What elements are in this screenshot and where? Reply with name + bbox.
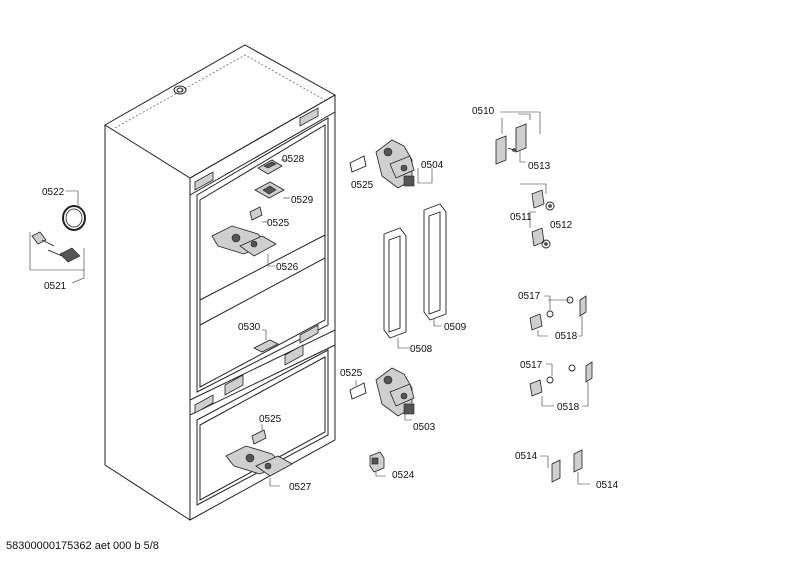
- label-0511: 0511: [510, 212, 532, 223]
- part-labels: 0528 0529 0525 0526 0522 0521 0530 0525 …: [42, 106, 619, 493]
- part-0509-handle: [423, 203, 447, 327]
- label-0508: 0508: [410, 344, 433, 355]
- document-footer-id: 58300000175362 aet 000 b 5/8: [6, 540, 159, 552]
- part-0518-lower-link: [541, 382, 589, 407]
- label-0509: 0509: [444, 322, 467, 333]
- label-0513: 0513: [528, 161, 551, 172]
- label-0512: 0512: [550, 220, 573, 231]
- part-0511-brackets: [520, 183, 547, 247]
- part-0525-tag-lower: [349, 380, 367, 400]
- part-0526-upper-hinge: [211, 225, 277, 267]
- label-0517-a: 0517: [518, 291, 541, 302]
- label-0517-b: 0517: [520, 360, 543, 371]
- label-0504: 0504: [421, 160, 444, 171]
- label-0530: 0530: [238, 322, 261, 333]
- label-0529: 0529: [291, 195, 314, 206]
- label-0514-b: 0514: [596, 480, 619, 491]
- label-0525-d: 0525: [340, 368, 363, 379]
- label-0518-b: 0518: [557, 402, 580, 413]
- part-0524-latch: [369, 451, 386, 477]
- part-0527-lower-hinge: [225, 445, 293, 487]
- part-0522-ring: [62, 190, 86, 231]
- label-0525-a: 0525: [267, 218, 290, 229]
- part-0513-screw: [507, 147, 526, 163]
- label-0524: 0524: [392, 470, 415, 481]
- label-0525-c: 0525: [351, 180, 374, 191]
- part-0518-upper-link: [537, 316, 583, 337]
- label-0510: 0510: [472, 106, 495, 117]
- part-0517-upper-set: [529, 295, 587, 331]
- part-0528-bracket: [257, 159, 288, 175]
- part-0503-door-hinge-lower: [375, 367, 415, 421]
- label-0518-a: 0518: [555, 331, 578, 342]
- refrigerator-cabinet: [104, 44, 337, 521]
- label-0525-b: 0525: [259, 414, 282, 425]
- label-0522: 0522: [42, 187, 65, 198]
- part-0504-door-hinge-upper: [375, 139, 433, 189]
- part-0512-washers: [541, 201, 555, 249]
- label-0514-a: 0514: [515, 451, 538, 462]
- label-0526: 0526: [276, 262, 299, 273]
- part-0529-plate: [254, 181, 290, 199]
- part-0525-clip-upper: [249, 206, 268, 223]
- label-0527: 0527: [289, 482, 312, 493]
- label-0528: 0528: [282, 154, 305, 165]
- label-0503: 0503: [413, 422, 436, 433]
- part-0508-handle: [383, 227, 410, 349]
- part-0514-clips: [540, 449, 590, 485]
- part-0530-hinge-block: [253, 329, 279, 353]
- part-0521-screws: [29, 231, 85, 284]
- part-0517-lower-set: [529, 361, 593, 397]
- label-0521: 0521: [44, 281, 67, 292]
- part-0525-tag-upper: [349, 155, 367, 173]
- part-0525-clip-lower: [251, 424, 267, 445]
- part-0510-plates: [495, 111, 541, 165]
